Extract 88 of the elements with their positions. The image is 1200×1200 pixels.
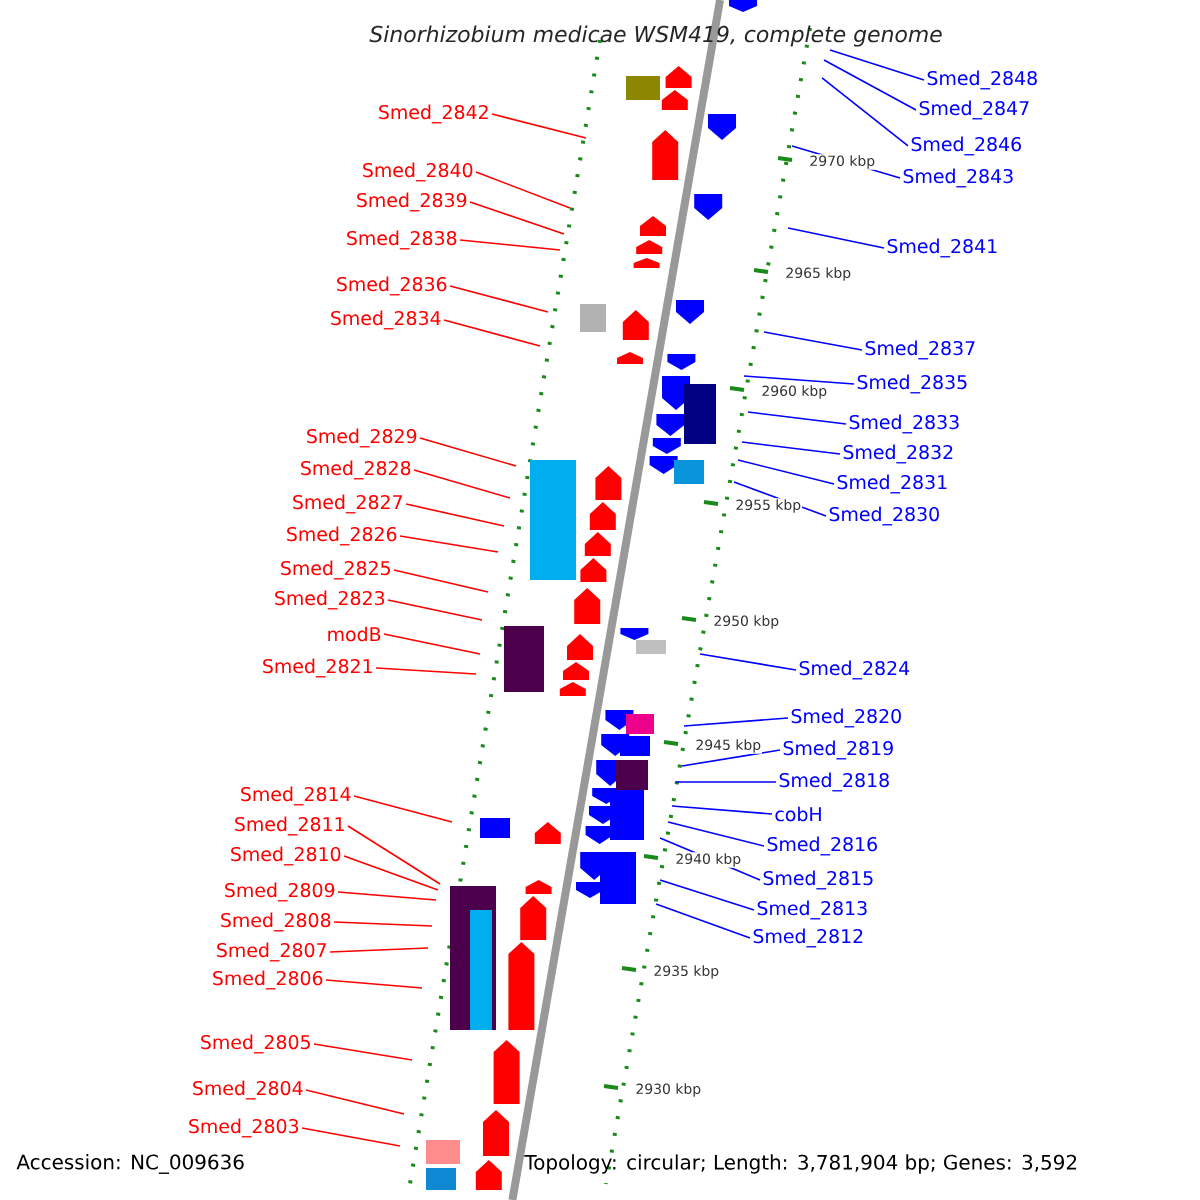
genome-info-text: Topology: circular; Length: 3,781,904 bp; Genes: 3,592 xyxy=(524,1154,1077,1174)
gene-label: Smed_2825 xyxy=(281,560,390,580)
gene-label: Smed_2818 xyxy=(779,772,889,792)
gene-label: cobH xyxy=(775,806,821,822)
leader-line xyxy=(737,459,835,485)
gene-label: Smed_2839 xyxy=(357,192,467,212)
gene-label: Smed_2829 xyxy=(307,428,417,448)
gene-label: Smed_2809 xyxy=(225,882,335,902)
gene-label: Smed_2832 xyxy=(843,444,953,464)
leader-line xyxy=(491,113,587,139)
gene-label: Smed_2848 xyxy=(927,70,1037,90)
gene-label: Smed_2836 xyxy=(337,276,447,296)
leader-line xyxy=(747,411,847,425)
gene-label: Smed_2813 xyxy=(757,900,867,920)
leader-line xyxy=(449,285,549,313)
leader-line xyxy=(353,795,453,823)
leader-line xyxy=(383,633,481,655)
gene-label: Smed_2828 xyxy=(301,460,411,480)
leader-line xyxy=(787,227,885,249)
gene-label: Smed_2833 xyxy=(849,414,959,434)
gene-label: modB xyxy=(328,626,381,642)
gene-label: Smed_2820 xyxy=(791,708,901,728)
leader-line xyxy=(325,979,423,989)
gene-label: Smed_2805 xyxy=(201,1034,310,1054)
leader-line xyxy=(301,1127,401,1147)
gene-label: Smed_2837 xyxy=(865,340,975,360)
gene-label: Smed_2835 xyxy=(857,374,967,394)
gene-label: Smed_2814 xyxy=(241,786,351,806)
gene-label: Smed_2826 xyxy=(287,526,397,546)
leader-line xyxy=(823,59,917,111)
gene-label: Smed_2806 xyxy=(213,970,323,990)
leader-line xyxy=(741,441,841,455)
gene-label: Smed_2803 xyxy=(189,1118,299,1138)
gene-label: Smed_2847 xyxy=(919,100,1029,120)
gene-label: Smed_2808 xyxy=(221,912,331,932)
gene-label: Smed_2843 xyxy=(903,168,1013,188)
leader-line xyxy=(667,821,765,847)
leader-line xyxy=(469,201,565,235)
leader-line xyxy=(655,903,751,939)
gene-label: Smed_2834 xyxy=(331,310,441,330)
gene-label: Smed_2804 xyxy=(193,1080,303,1100)
gene-label: Smed_2819 xyxy=(783,740,893,760)
leader-line xyxy=(399,535,499,553)
leader-line xyxy=(337,891,437,901)
gene-label: Smed_2842 xyxy=(379,104,488,124)
gene-label: Smed_2831 xyxy=(837,474,947,494)
gene-label: Smed_2827 xyxy=(293,494,402,514)
gene-label: Smed_2812 xyxy=(753,928,863,948)
leader-line xyxy=(743,375,855,385)
gene-label: Smed_2823 xyxy=(275,590,385,610)
gene-label: Smed_2846 xyxy=(911,136,1021,156)
leader-line xyxy=(333,921,433,927)
gene-label: Smed_2810 xyxy=(231,846,341,866)
accession-text: Accession: NC_009636 xyxy=(16,1154,244,1174)
leader-line xyxy=(475,171,571,209)
leader-line xyxy=(683,717,789,727)
leader-line xyxy=(405,503,505,527)
leader-line xyxy=(659,879,755,911)
gene-label: Smed_2821 xyxy=(263,658,372,678)
leader-line xyxy=(829,49,925,81)
leader-line xyxy=(699,653,797,671)
leader-line xyxy=(675,781,777,783)
leader-line xyxy=(443,319,541,347)
leader-line xyxy=(763,331,863,351)
leader-line xyxy=(419,437,517,467)
gene-label: Smed_2841 xyxy=(887,238,997,258)
leader-line xyxy=(387,599,483,621)
leader-line xyxy=(821,77,909,147)
gene-label: Smed_2838 xyxy=(347,230,457,250)
leader-line xyxy=(671,805,773,815)
gene-label: Smed_2824 xyxy=(799,660,910,680)
gene-label: Smed_2811 xyxy=(235,816,344,836)
gene-label: Smed_2840 xyxy=(363,162,473,182)
leader-line xyxy=(329,947,429,953)
leader-line xyxy=(343,855,439,891)
leader-line xyxy=(459,239,561,251)
gene-label: Smed_2816 xyxy=(767,836,877,856)
leader-line xyxy=(347,825,441,885)
leader-line xyxy=(305,1089,405,1115)
leader-line xyxy=(313,1043,413,1061)
gene-label: Smed_2807 xyxy=(217,942,326,962)
leader-line xyxy=(413,469,511,499)
gene-label: Smed_2815 xyxy=(763,870,873,890)
leader-line xyxy=(393,569,489,593)
title: Sinorhizobium medicae WSM419, complete genome xyxy=(369,25,942,47)
leader-line xyxy=(375,667,477,675)
leader-line xyxy=(681,749,781,767)
gene-label: Smed_2830 xyxy=(829,506,939,526)
